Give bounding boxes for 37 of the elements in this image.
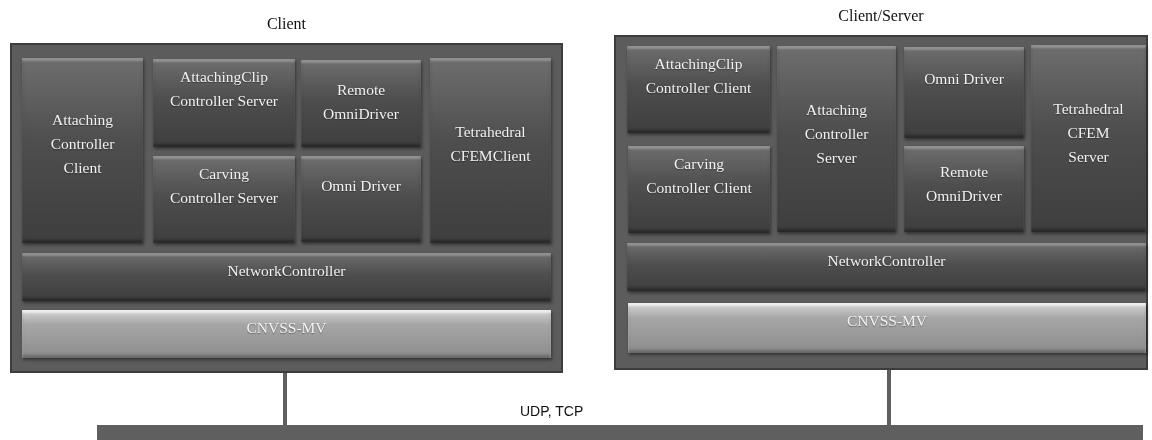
module-label: NetworkController [826,251,947,271]
platform-box [22,310,551,358]
module-label: Tetrahedral CFEM Server [1052,99,1125,167]
group-heading: Client/Server [837,7,925,25]
module-label: Carving Controller Server [168,164,279,208]
module-label: CNVSS-MV [845,311,929,331]
module-box [22,253,551,301]
module-box [777,46,896,232]
module-label: Tetrahedral CFEMClient [449,122,532,166]
module-box [301,156,421,242]
module-label: Attaching Controller Server [803,100,870,168]
module-box [627,46,770,133]
module-label: Omni Driver [320,176,402,196]
module-label: Remote OmniDriver [925,162,1003,206]
module-box [153,156,295,243]
connector-line [887,370,891,425]
module-box [628,146,770,233]
module-label: AttachingClip Controller Server [168,67,279,111]
connector-line [283,373,287,425]
group-heading: Client [265,15,308,33]
module-label: Carving Controller Client [645,154,753,198]
module-label: Omni Driver [923,69,1005,89]
module-box [904,47,1024,138]
module-label: CNVSS-MV [245,318,328,338]
module-label: NetworkController [226,261,347,281]
module-label: AttachingClip Controller Client [644,54,753,98]
module-box [153,59,295,147]
module-box [1031,45,1146,232]
module-label: Attaching Controller Client [49,110,116,178]
module-box [22,58,143,243]
module-box [627,243,1146,291]
module-box [430,58,551,243]
module-box [301,60,421,147]
module-label: Remote OmniDriver [322,80,400,124]
module-box [904,146,1024,232]
protocol-label: UDP, TCP [520,403,584,419]
platform-box [628,303,1146,353]
